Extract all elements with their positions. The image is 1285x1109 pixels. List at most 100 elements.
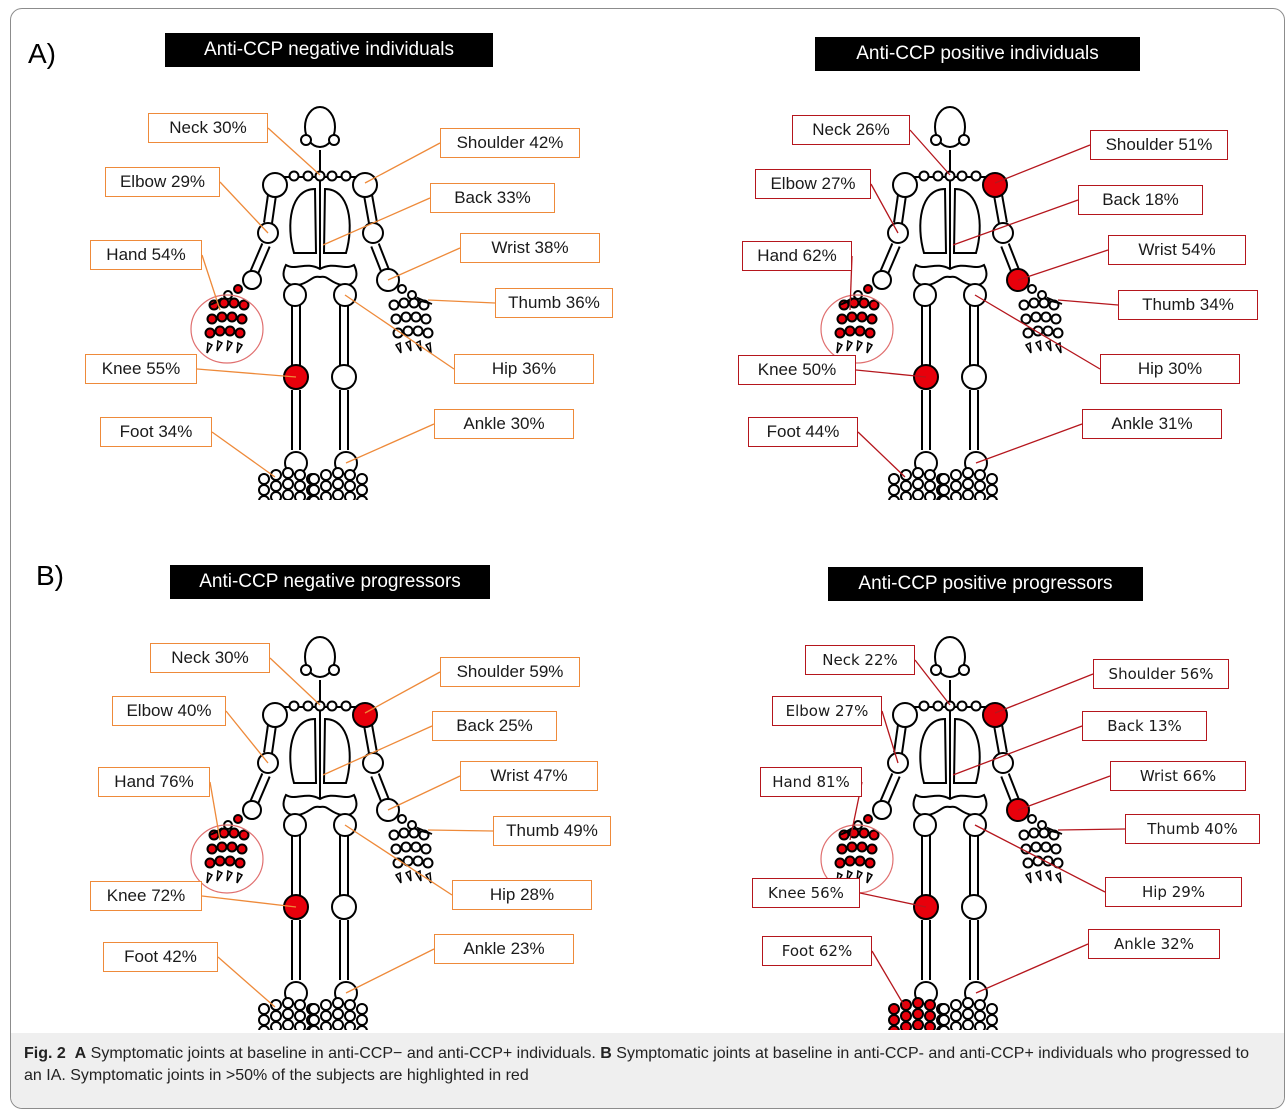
upper-arm-right (364, 724, 377, 753)
fingertip-right (396, 873, 401, 883)
toe-joint-right (951, 1000, 961, 1010)
clavicle-joint (934, 702, 943, 711)
wrist-joint-left (243, 801, 261, 819)
toe-joint-right (963, 1009, 973, 1019)
thumb-joint-right (398, 285, 406, 293)
hip-joint-left (914, 814, 936, 836)
thumb-joint-right (1038, 821, 1046, 829)
foot-connector (872, 951, 905, 1007)
toe-joint-left (889, 474, 899, 484)
toe-joint-right (357, 496, 367, 500)
rib-cage-left (290, 189, 316, 253)
toe-joint-left (271, 481, 281, 491)
shoulder-connector (365, 143, 440, 183)
thumb-joint-right (408, 291, 416, 299)
toe-joint-right (975, 1000, 985, 1010)
finger-joint-left (856, 857, 865, 866)
finger-joint-right (1042, 313, 1051, 322)
tibia-left (292, 390, 300, 450)
finger-joint-right (1052, 315, 1061, 324)
finger-joint-right (1022, 315, 1031, 324)
ankle-label: Ankle 30% (434, 409, 574, 439)
ankle-connector (346, 949, 434, 993)
figure-caption: Fig. 2 A Symptomatic joints at baseline … (24, 1043, 1264, 1087)
toe-joint-right (345, 481, 355, 491)
tibia-right (340, 390, 348, 450)
wrist-connector (1018, 776, 1110, 810)
toe-joint-left (889, 1026, 899, 1030)
fingertip-right (1056, 873, 1061, 883)
hip-joint-left (914, 284, 936, 306)
neck-label: Neck 30% (150, 643, 270, 673)
finger-joint-left (868, 845, 877, 854)
toe-joint-right (987, 1004, 997, 1014)
toe-joint-right (309, 1004, 319, 1014)
toe-joint-right (951, 481, 961, 491)
toe-joint-right (345, 492, 355, 500)
toe-joint-left (271, 492, 281, 500)
toe-joint-left (295, 481, 305, 491)
fingertip-right (1036, 341, 1041, 351)
finger-joint-right (402, 313, 411, 322)
wrist-joint-left (243, 271, 261, 289)
toe-joint-right (939, 496, 949, 500)
thumb-label: Thumb 49% (493, 816, 611, 846)
wrist-connector (388, 248, 460, 280)
finger-joint-right (1020, 831, 1029, 840)
toe-joint-left (283, 490, 293, 500)
finger-joint-left (838, 315, 847, 324)
fingertip-right (1026, 873, 1031, 883)
toe-joint-right (321, 1000, 331, 1010)
finger-joint-right (424, 329, 433, 338)
toe-joint-left (925, 481, 935, 491)
fingertip-left (867, 873, 872, 883)
finger-joint-right (422, 315, 431, 324)
clavicle-joint (946, 702, 955, 711)
finger-joint-left (236, 329, 245, 338)
toe-joint-right (345, 1022, 355, 1030)
toe-joint-left (283, 1009, 293, 1019)
toe-joint-left (295, 1011, 305, 1021)
upper-arm-right (364, 194, 377, 223)
fingertip-left (867, 343, 872, 353)
toe-joint-left (889, 485, 899, 495)
hip-label: Hip 30% (1100, 354, 1240, 384)
finger-joint-left (206, 329, 215, 338)
toe-joint-right (939, 1004, 949, 1014)
fingertip-left (217, 871, 222, 881)
fingertip-left (217, 341, 222, 351)
elbow-joint-right (993, 223, 1013, 243)
toe-joint-right (345, 1011, 355, 1021)
toe-joint-left (283, 1020, 293, 1030)
toe-joint-right (345, 470, 355, 480)
toe-joint-right (309, 474, 319, 484)
toe-joint-left (889, 496, 899, 500)
toe-joint-left (901, 1011, 911, 1021)
toe-joint-right (309, 1015, 319, 1025)
foot-label: Foot 44% (748, 417, 858, 447)
upper-arm-right (994, 724, 1007, 753)
toe-joint-right (357, 485, 367, 495)
clavicle-joint (934, 172, 943, 181)
finger-joint-left (846, 327, 855, 336)
foot-connector (212, 432, 275, 477)
finger-joint-left (848, 313, 857, 322)
finger-joint-left (208, 845, 217, 854)
finger-joint-left (226, 327, 235, 336)
tibia-left (922, 390, 930, 450)
thumb-connector (428, 830, 493, 831)
elbow-label: Elbow 29% (105, 167, 220, 197)
fingertip-right (1026, 343, 1031, 353)
shoulder-joint-left (893, 173, 917, 197)
finger-joint-right (1030, 299, 1039, 308)
femur-left (922, 835, 930, 895)
upper-arm-right (994, 194, 1007, 223)
shoulder-joint-right (983, 703, 1007, 727)
clavicle-joint (946, 172, 955, 181)
toe-joint-left (901, 492, 911, 500)
finger-joint-left (858, 313, 867, 322)
finger-joint-right (402, 843, 411, 852)
thumb-joint-right (398, 815, 406, 823)
toe-joint-right (939, 1026, 949, 1030)
finger-joint-left (866, 859, 875, 868)
